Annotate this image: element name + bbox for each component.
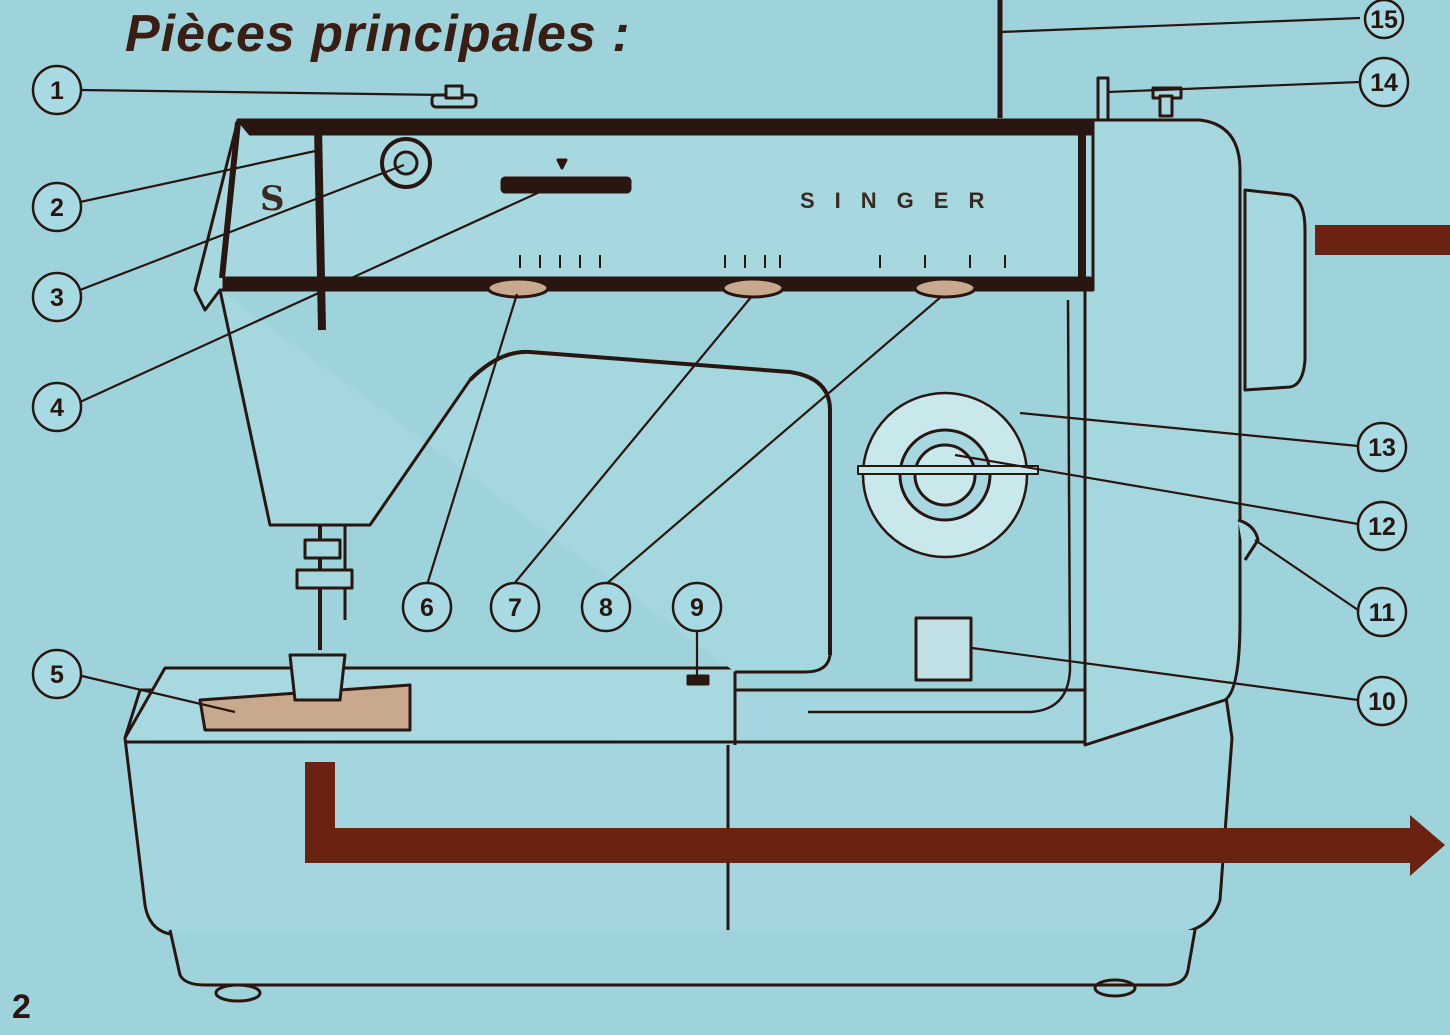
callout-9: 9 (671, 581, 723, 633)
callout-15: 15 (1363, 0, 1405, 40)
page-number: 2 (12, 988, 31, 1026)
machine-foot-right (1093, 978, 1137, 998)
callouts: 1 2 3 4 5 6 7 8 9 10 11 12 13 14 15 (31, 0, 1410, 727)
svg-text:15: 15 (1370, 6, 1398, 34)
right-arrow-stub (1315, 225, 1450, 255)
pattern-window (500, 176, 632, 194)
callout-6: 6 (401, 581, 453, 633)
svg-text:9: 9 (690, 594, 704, 622)
head-left-edge (219, 121, 241, 279)
callout-11: 11 (1356, 586, 1408, 638)
bobbin-lever (1237, 518, 1260, 561)
callout-1: 1 (31, 64, 83, 116)
slider-8 (913, 277, 977, 299)
svg-text:3: 3 (50, 284, 64, 312)
bottom-arrow (305, 762, 1445, 876)
svg-text:11: 11 (1369, 599, 1396, 627)
stitch-sliders (486, 277, 977, 299)
svg-text:4: 4 (50, 394, 64, 422)
callout-7: 7 (489, 581, 541, 633)
slider-scales (519, 255, 1006, 268)
svg-text:1: 1 (50, 77, 64, 105)
spool-pin-14 (1096, 76, 1110, 122)
callout-12: 12 (1356, 500, 1408, 552)
sewing-machine (123, 0, 1307, 1003)
machine-foot-left (214, 983, 262, 1003)
callout-3: 3 (31, 271, 83, 323)
head-panel-frame (222, 276, 1092, 292)
arm-opening (468, 349, 832, 655)
svg-text:10: 10 (1368, 688, 1396, 716)
callout-10: 10 (1356, 675, 1408, 727)
presser-foot (295, 568, 354, 590)
svg-text:8: 8 (599, 594, 613, 622)
callout-2: 2 (31, 181, 83, 233)
callout-8: 8 (580, 581, 632, 633)
callout-5: 5 (31, 648, 83, 700)
leader-lines (79, 16, 1361, 714)
svg-text:13: 13 (1368, 434, 1396, 462)
decorative-arrows (305, 225, 1450, 876)
callout-13: 13 (1356, 421, 1408, 473)
slider-7 (721, 277, 785, 299)
hand-wheel (1243, 188, 1307, 392)
top-band (238, 120, 1094, 136)
svg-text:7: 7 (508, 594, 522, 622)
front-panel-curve (808, 299, 1072, 714)
svg-text:5: 5 (50, 661, 64, 689)
callout-14: 14 (1358, 56, 1410, 108)
slider-6 (486, 277, 550, 299)
svg-text:2: 2 (50, 194, 64, 222)
svg-text:14: 14 (1370, 69, 1398, 97)
machine-arm (1083, 118, 1242, 747)
head-vertical-bar (314, 125, 326, 331)
callout-4: 4 (31, 381, 83, 433)
brand-name: SINGER (800, 188, 1004, 213)
pattern-pointer (556, 158, 568, 170)
svg-text:6: 6 (420, 594, 434, 622)
page-title: Pièces principales : (125, 5, 631, 63)
machine-feet-plinth (168, 929, 1197, 987)
power-switch (914, 616, 973, 682)
svg-text:12: 12 (1368, 513, 1396, 541)
